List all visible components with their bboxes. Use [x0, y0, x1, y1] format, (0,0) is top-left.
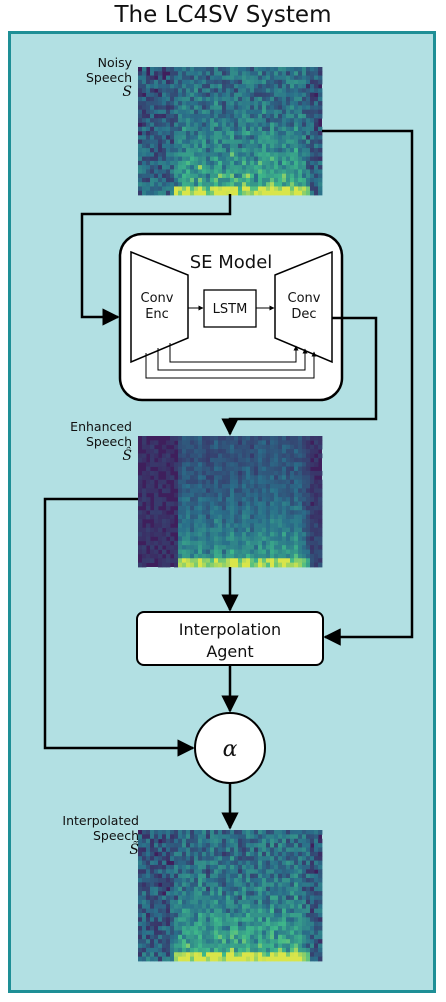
noisy-label-line1: Noisy	[97, 55, 132, 70]
interpolated-speech-spectrogram	[138, 830, 323, 962]
se-internal-connections	[145, 305, 317, 379]
se-model-title: SE Model	[190, 252, 273, 273]
interpolated-speech-label: Interpolated Speech S̃	[30, 813, 139, 858]
flow-connections	[43, 129, 414, 830]
enhanced-label-line2: Speech	[85, 434, 132, 449]
noisy-symbol: S	[122, 84, 132, 100]
enhanced-speech-label: Enhanced Speech Ŝ	[40, 419, 132, 464]
encoder-label-line2: Enc	[145, 307, 169, 322]
conv-decoder-block	[274, 250, 333, 364]
decoder-to-enhanced-arrow	[221, 316, 378, 436]
agent-label-line2: Agent	[206, 642, 253, 661]
alpha-symbol: α	[223, 737, 238, 762]
lstm-label: LSTM	[213, 302, 248, 317]
noisy-speech-spectrogram	[138, 67, 323, 196]
noisy-speech-label: Noisy Speech S	[40, 55, 132, 100]
interpolated-label-line1: Interpolated	[62, 813, 139, 828]
enhanced-symbol: Ŝ	[122, 448, 132, 464]
agent-label-line1: Interpolation	[179, 620, 281, 639]
interpolated-symbol: S̃	[129, 842, 139, 858]
interpolated-label-line2: Speech	[92, 828, 139, 843]
noisy-label-line2: Speech	[85, 70, 132, 85]
conv-encoder-block	[130, 250, 189, 364]
lstm-block	[203, 289, 257, 328]
enhanced-label-line1: Enhanced	[70, 419, 132, 434]
noisy-to-agent-arrow	[322, 129, 414, 646]
noisy-to-encoder-arrow	[80, 194, 232, 326]
enhanced-speech-spectrogram	[138, 436, 323, 568]
enhanced-to-mixer-arrow	[43, 497, 195, 757]
diagram-title: The LC4SV System	[114, 2, 332, 28]
decoder-label-line2: Dec	[291, 307, 316, 322]
decoder-label-line1: Conv	[288, 291, 321, 306]
encoder-label-line1: Conv	[141, 291, 174, 306]
